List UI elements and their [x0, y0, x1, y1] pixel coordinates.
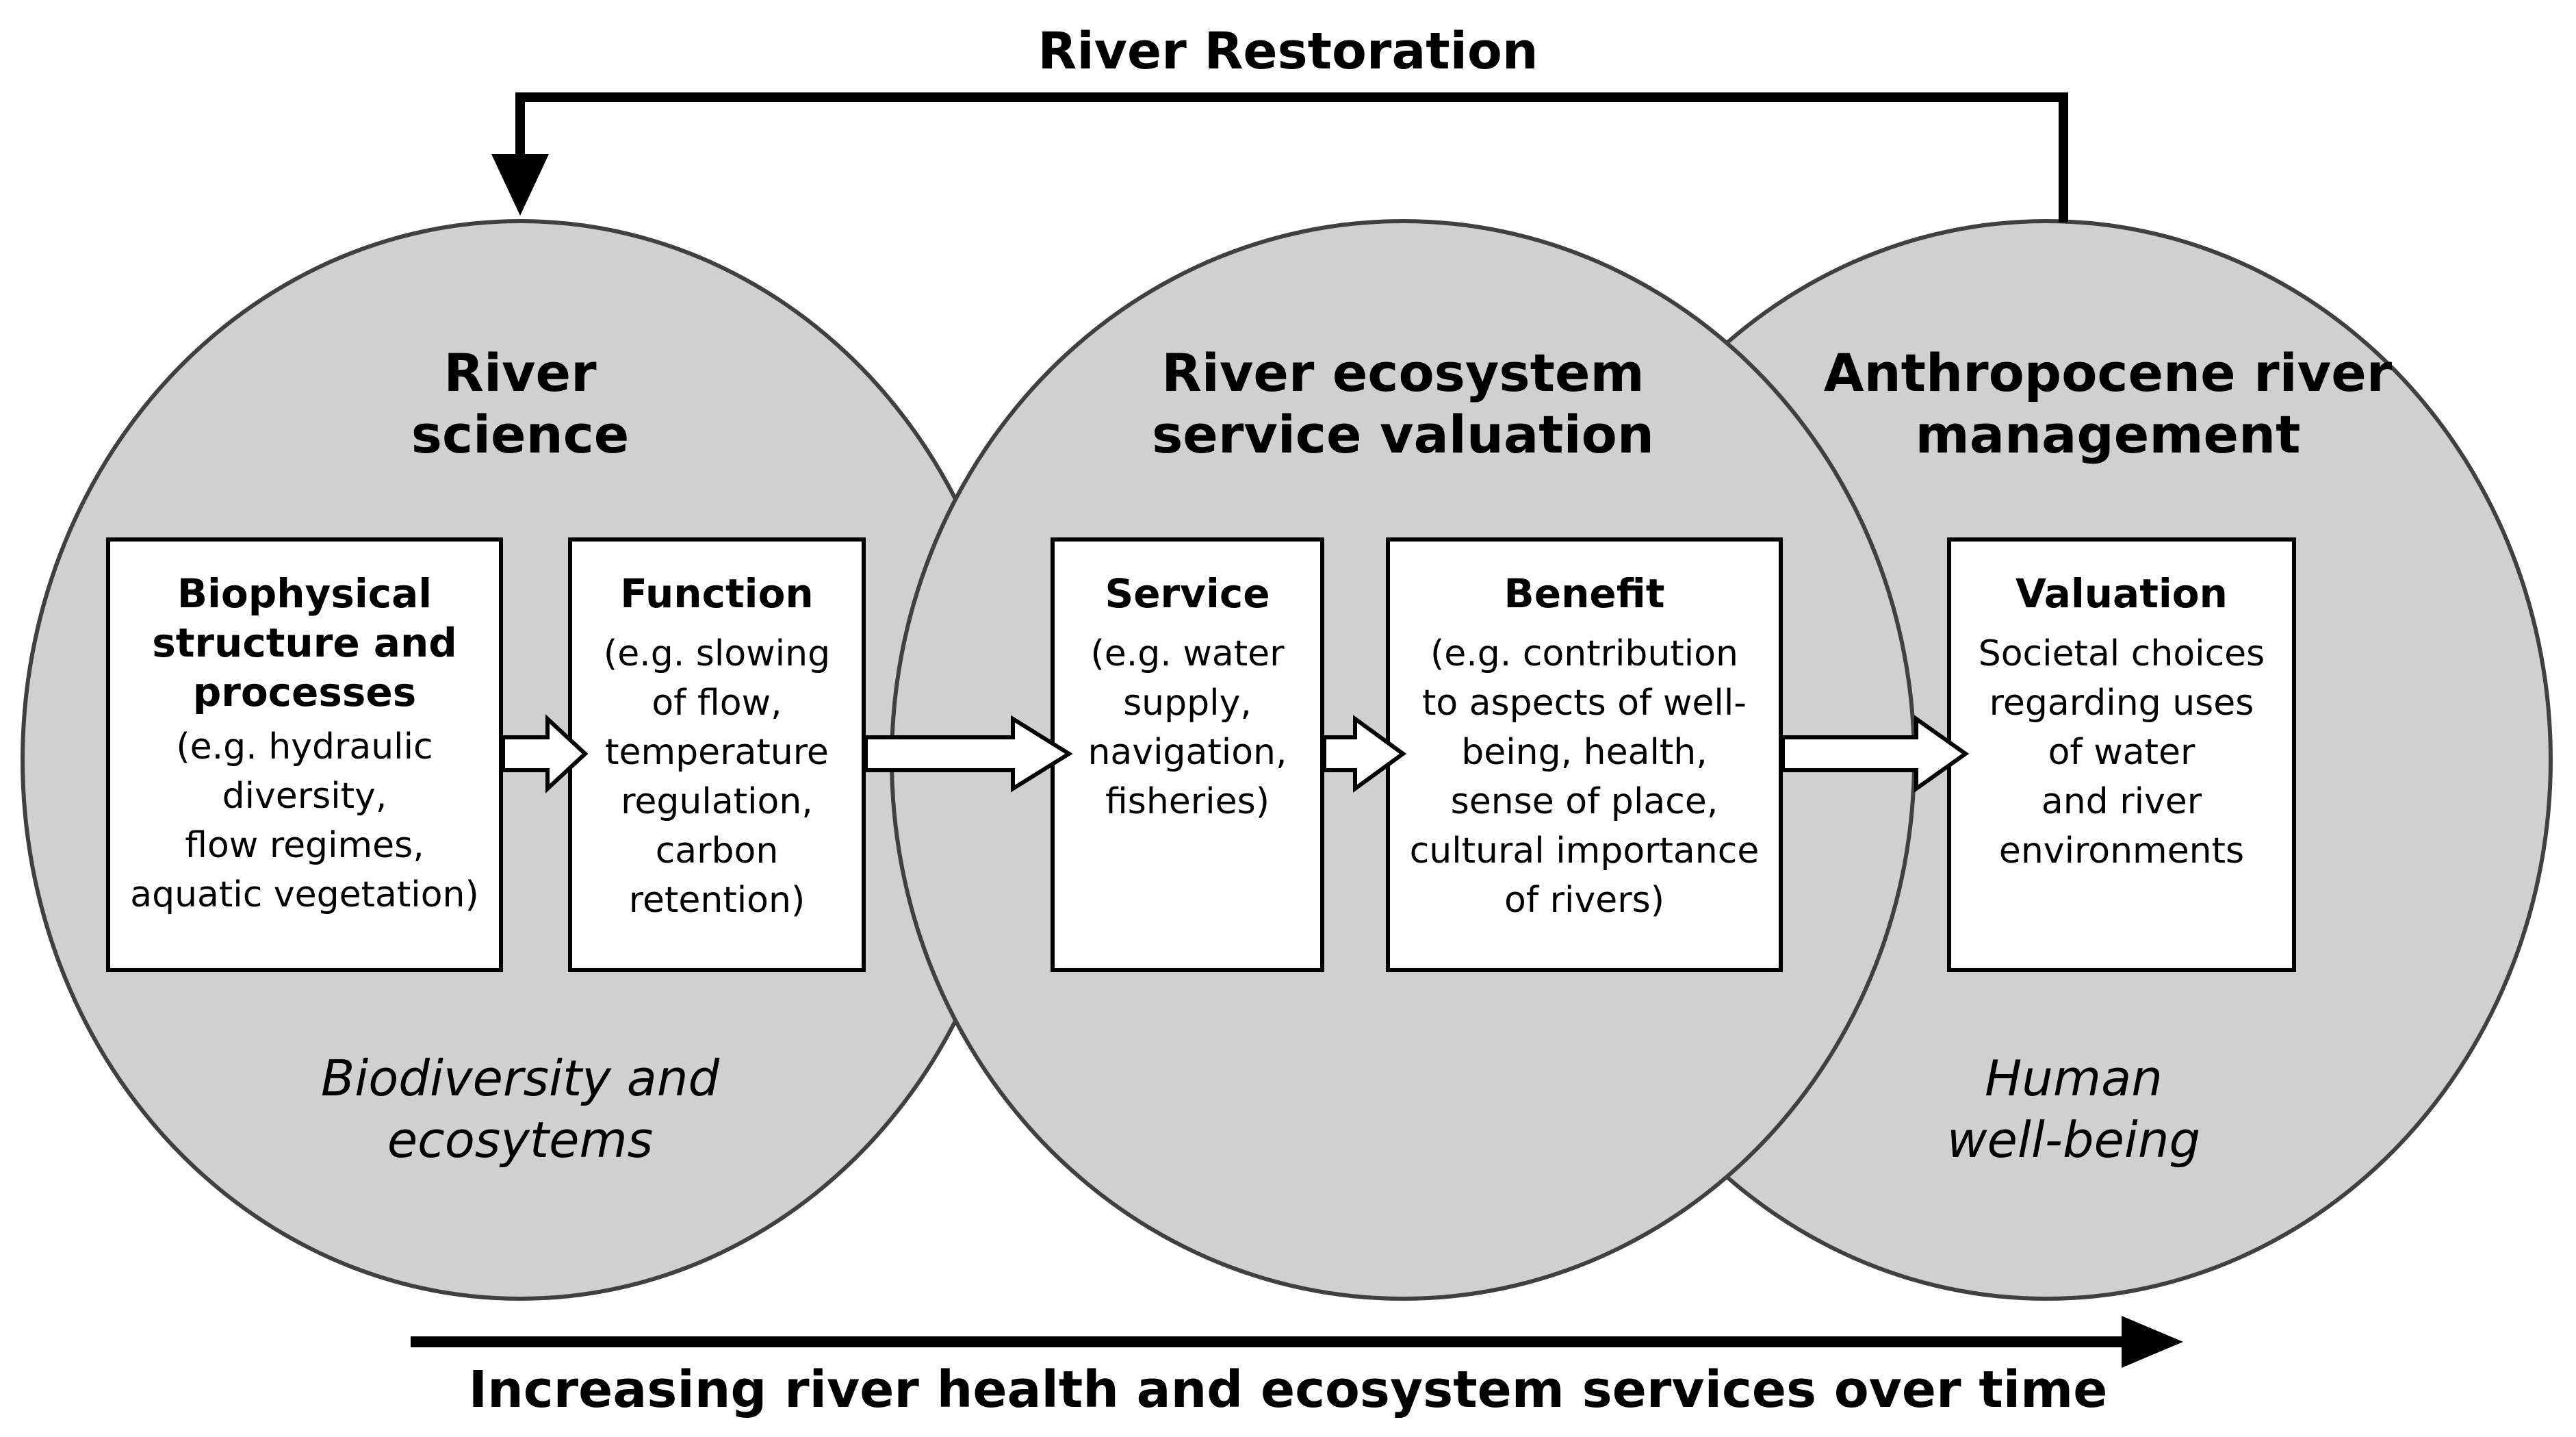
box-description: Societal choices regarding uses of water…: [1978, 633, 2265, 872]
box-valuation: Valuation Societal choices regarding use…: [1947, 537, 2296, 972]
box-description: (e.g. slowing of flow, temperature regul…: [603, 633, 831, 921]
box-title: Valuation: [2015, 570, 2228, 617]
box-title: Benefit: [1504, 570, 1665, 617]
circle-caption-human-well-being: Human well-being: [1946, 1050, 2201, 1169]
time-axis-arrowhead: [2122, 1316, 2183, 1368]
restoration-loop-line: [515, 92, 2068, 222]
hollow-arrow-structure-to-function: [501, 714, 589, 793]
box-service: Service (e.g. water supply, navigation, …: [1051, 537, 1324, 972]
circle-title-river-science: River science: [411, 342, 630, 465]
hollow-arrow-function-to-service: [864, 715, 1073, 793]
box-title: Biophysical structure and processes: [152, 570, 457, 715]
box-benefit: Benefit (e.g. contribution to aspects of…: [1386, 537, 1783, 972]
circle-title-anthropocene-management: Anthropocene river management: [1823, 342, 2393, 465]
hollow-arrow-service-to-benefit: [1322, 715, 1407, 793]
river-restoration-label: River Restoration: [1038, 22, 1538, 81]
hollow-arrow-benefit-to-valuation: [1781, 715, 1970, 793]
box-title: Service: [1105, 570, 1270, 617]
box-function: Function (e.g. slowing of flow, temperat…: [568, 537, 866, 972]
circle-caption-biodiversity: Biodiversity and ecosytems: [320, 1050, 720, 1169]
time-axis-label: Increasing river health and ecosystem se…: [468, 1360, 2108, 1419]
box-biophysical-structure: Biophysical structure and processes (e.g…: [106, 537, 503, 972]
box-description: (e.g. contribution to aspects of well- b…: [1409, 633, 1760, 921]
box-description: (e.g. water supply, navigation, fisherie…: [1087, 633, 1287, 822]
box-title: Function: [620, 570, 814, 617]
box-description: (e.g. hydraulic diversity, flow regimes,…: [130, 726, 479, 915]
restoration-loop-arrowhead: [491, 154, 549, 216]
circle-title-ecosystem-service-valuation: River ecosystem service valuation: [1152, 342, 1654, 465]
